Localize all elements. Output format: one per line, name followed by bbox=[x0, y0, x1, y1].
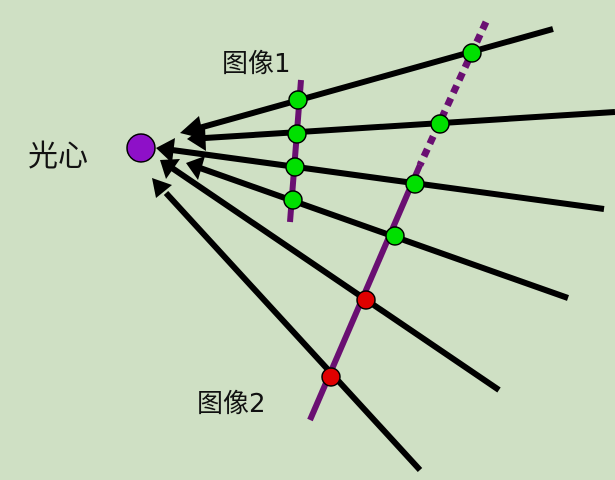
ray-4 bbox=[199, 165, 569, 301]
image1-point bbox=[287, 124, 307, 144]
arrowhead-icon bbox=[187, 126, 206, 151]
ray-5 bbox=[170, 165, 501, 393]
image2-point bbox=[430, 114, 450, 134]
arrowhead-icon bbox=[186, 156, 205, 180]
image2-points bbox=[321, 43, 482, 387]
arrowhead-icon bbox=[156, 138, 175, 163]
ray-1 bbox=[198, 26, 554, 131]
ray-6 bbox=[163, 190, 423, 473]
image2-point-unmatched bbox=[356, 290, 376, 310]
image2-point bbox=[385, 226, 405, 246]
arrowhead-icon bbox=[160, 159, 180, 179]
image2-point bbox=[405, 174, 425, 194]
image1-point bbox=[285, 157, 305, 177]
optical-center-label: 光心 bbox=[28, 139, 88, 174]
ray-3 bbox=[171, 147, 605, 212]
arrowhead-icon bbox=[152, 178, 172, 198]
image2-point-unmatched bbox=[321, 367, 341, 387]
image1-points bbox=[283, 90, 308, 210]
image2-plane-dotted bbox=[416, 20, 490, 167]
optical-center-point bbox=[126, 133, 156, 163]
ray-2 bbox=[204, 109, 615, 141]
image1-point bbox=[283, 190, 303, 210]
arrowheads bbox=[152, 116, 206, 198]
image2-point bbox=[462, 43, 482, 63]
image1-point bbox=[288, 90, 308, 110]
image1-label: 图像1 bbox=[222, 49, 291, 79]
rays bbox=[163, 26, 615, 473]
image2-label: 图像2 bbox=[197, 389, 266, 419]
